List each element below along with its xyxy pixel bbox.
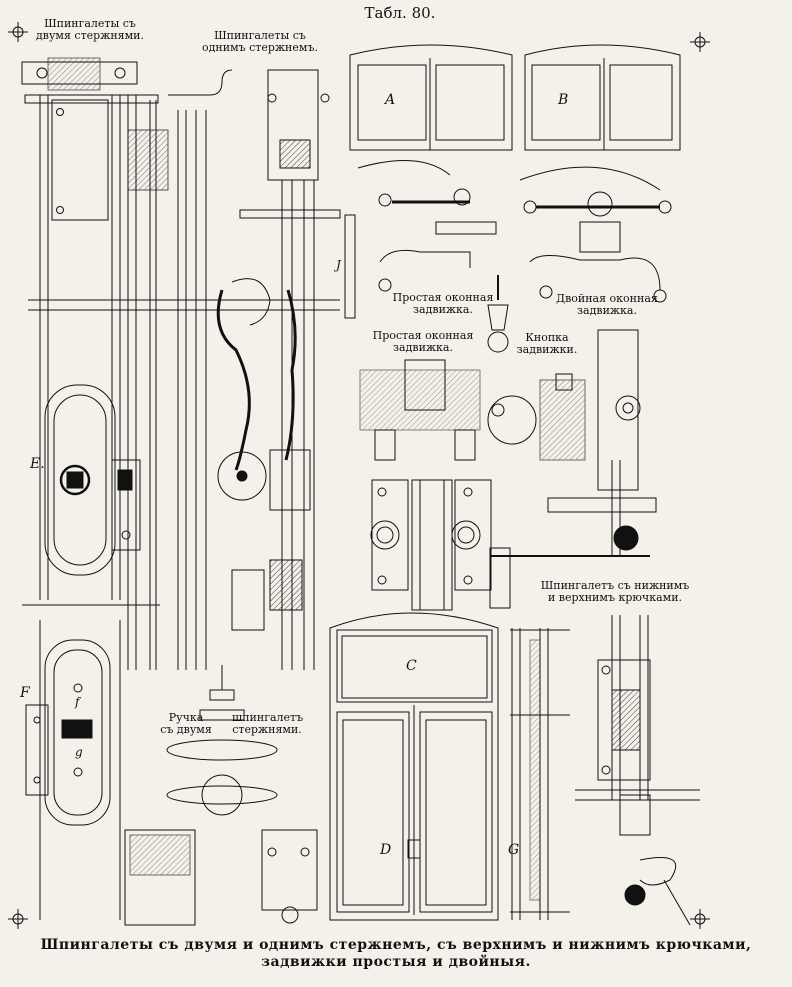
label-two-rods-line1: Шпингалеты съ (44, 17, 136, 30)
corner-marks (8, 22, 710, 929)
label-one-rod: Шпингалеты съ однимъ стержнемъ. (185, 30, 335, 54)
label-handle-left: Ручка съ двумя (160, 712, 212, 736)
espagnolette-hooks (370, 460, 657, 611)
label-double-latch: Двойная оконная задвижка. (552, 293, 662, 317)
plate-title: Табл. 80. (364, 4, 436, 22)
label-double-latch-line2: задвижка. (577, 304, 637, 317)
letter-b: B (558, 92, 569, 108)
label-hooks: Шпингалетъ съ нижнимъ и верхнимъ крючкам… (535, 580, 695, 604)
label-simple-latch2-line2: задвижка. (393, 341, 453, 354)
label-simple-latch-line1: Простая оконная (392, 291, 494, 304)
letter-f-upper: F (20, 685, 30, 701)
plate-caption: Шпингалеты съ двумя и однимъ стержнемъ, … (0, 937, 792, 971)
label-two-rods: Шпингалеты съ двумя стержнями. (20, 18, 160, 42)
label-one-rod-line1: Шпингалеты съ (214, 29, 306, 42)
label-hooks-line2: и верхнимъ крючками. (547, 591, 683, 604)
two-rod-espagnolette (21, 57, 340, 920)
hook-espagnolette-detail (575, 615, 700, 926)
label-one-rod-line2: однимъ стержнемъ. (202, 41, 318, 54)
label-double-latch-line1: Двойная оконная (556, 292, 658, 305)
j-bracket (344, 214, 350, 319)
letter-g-upper: G (508, 842, 520, 858)
label-handle-right-line2: стержнями. (232, 723, 302, 736)
letter-c: C (406, 658, 417, 674)
window-view-c-d (329, 612, 570, 921)
letter-a: A (385, 92, 396, 108)
label-handle-left-line2: съ двумя (160, 723, 212, 736)
letter-e: E. (30, 456, 45, 472)
label-simple-latch-2: Простая оконная задвижка. (368, 330, 478, 354)
label-simple-latch: Простая оконная задвижка. (388, 292, 498, 316)
label-simple-latch-line2: задвижка. (413, 303, 473, 316)
label-two-rods-line2: двумя стержнями. (35, 29, 144, 42)
label-knob-line2: задвижки. (516, 343, 578, 356)
window-views-a-b (349, 44, 681, 151)
caption-line-2: задвижки простыя и двойныя. (261, 954, 531, 970)
label-handle-right: шпингалетъ стержнями. (232, 711, 304, 736)
letter-j: J (336, 258, 341, 272)
label-simple-latch2-line1: Простая оконная (372, 329, 474, 342)
caption-line-1: Шпингалеты съ двумя и однимъ стержнемъ, … (40, 937, 752, 953)
window-latches (345, 159, 672, 491)
label-handle-left-line1: Ручка (168, 711, 204, 724)
letter-f-lower: f (75, 695, 80, 709)
label-hooks-line1: Шпингалетъ съ нижнимъ (540, 579, 690, 592)
letter-d: D (380, 842, 392, 858)
one-rod-espagnolette (124, 69, 341, 926)
label-knob-line1: Кнопка (525, 331, 569, 344)
label-knob: Кнопка задвижки. (512, 332, 582, 356)
label-handle-right-line1: шпингалетъ (232, 711, 304, 724)
letter-g-lower: g (75, 745, 83, 759)
